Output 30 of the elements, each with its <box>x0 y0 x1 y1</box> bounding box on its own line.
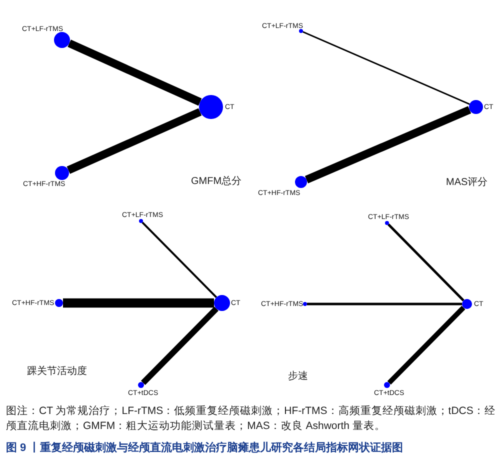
network-edge <box>68 40 202 106</box>
network-edge <box>304 106 472 184</box>
panel-title: 踝关节活动度 <box>27 367 87 377</box>
treatment-node <box>199 95 223 119</box>
treatment-node <box>138 382 144 388</box>
figure-caption: 图 9 丨重复经颅磁刺激与经颅直流电刺激治疗脑瘫患儿研究各结局指标网状证据图 <box>6 440 404 455</box>
figure-note: 图注：CT 为常规治疗；LF-rTMS：低频重复经颅磁刺激；HF-rTMS：高频重复经颅磁刺激；tDCS：经颅直流电刺激；GMFM：粗大运动功能测试量表；MAS：改良 Ashworth 量表。 <box>6 404 496 434</box>
treatment-node <box>385 221 389 225</box>
treatment-node <box>384 382 390 388</box>
panel-title: 步速 <box>288 372 308 382</box>
network-edge <box>387 306 466 385</box>
network-edge <box>388 224 464 302</box>
treatment-node <box>295 176 307 188</box>
treatment-node <box>139 219 143 223</box>
network-edge <box>302 31 470 105</box>
treatment-node <box>55 299 63 307</box>
treatment-node <box>469 100 483 114</box>
treatment-node <box>462 299 472 309</box>
treatment-node <box>55 166 69 180</box>
panel-title: GMFM总分 <box>191 177 242 187</box>
network-edge <box>142 222 218 298</box>
treatment-node <box>214 295 230 311</box>
network-edge <box>307 302 462 306</box>
network-edge <box>140 306 219 385</box>
treatment-node <box>303 302 307 306</box>
treatment-node <box>54 32 70 48</box>
panel-title: MAS评分 <box>446 178 488 188</box>
treatment-node <box>299 29 303 33</box>
network-edge <box>63 298 214 308</box>
network-edge <box>66 108 202 174</box>
